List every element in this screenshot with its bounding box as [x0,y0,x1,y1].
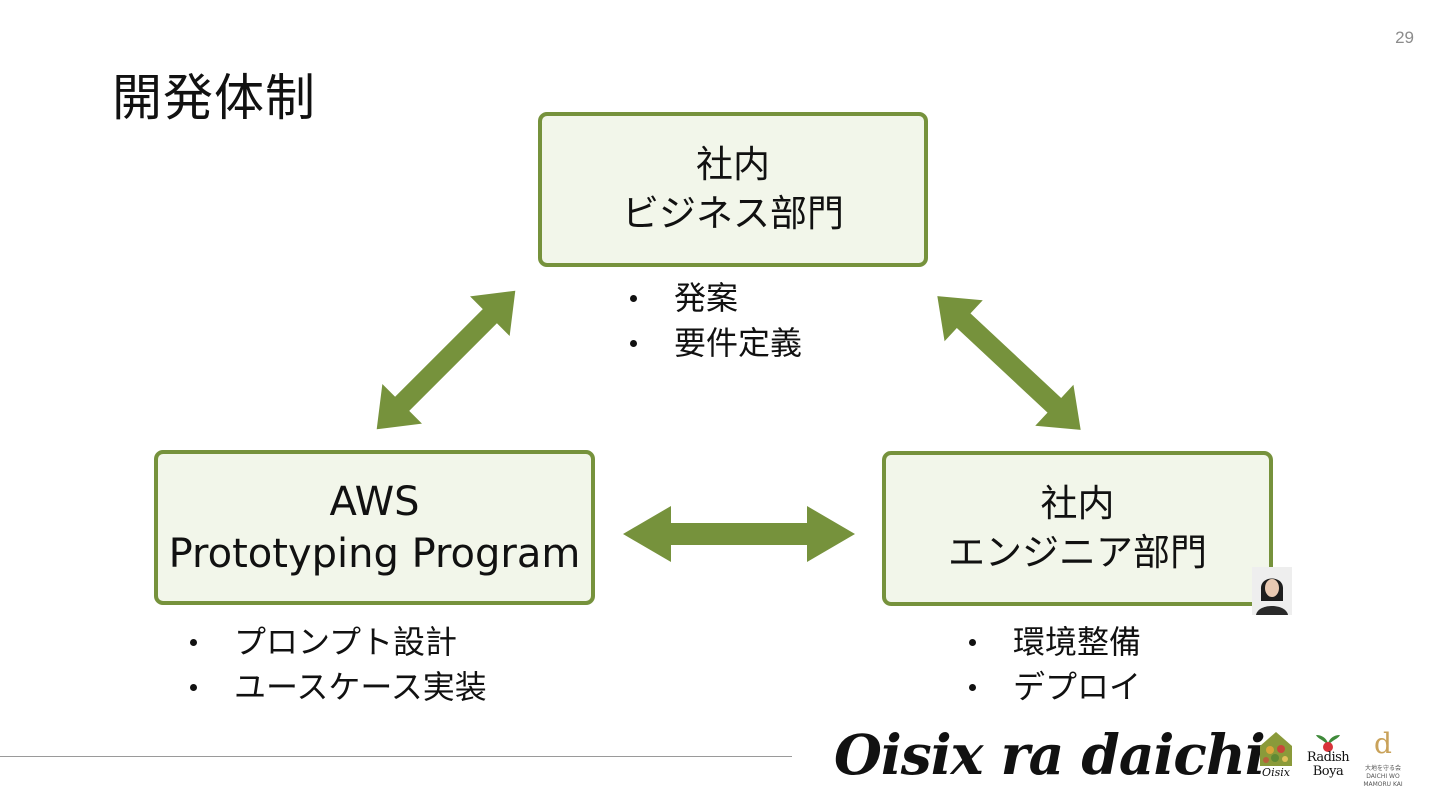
page-number: 29 [1395,28,1414,47]
bullet-item: 要件定義 [628,321,802,366]
footer-divider [0,756,792,757]
bullet-item: デプロイ [967,665,1141,710]
bullet-item: 環境整備 [967,620,1141,665]
business-box-line1: 社内 [696,143,770,187]
aws-box-line2: Prototyping Program [168,530,581,577]
daichi-logo-line1: 大地を守る会 [1364,765,1401,772]
bullet-item: プロンプト設計 [188,620,487,665]
radish-logo-line1: Radish [1306,750,1350,765]
daichi-logo-line2: DAICHI WO MAMORU KAI [1363,773,1403,788]
business-box-line2: ビジネス部門 [622,191,844,235]
daichi-logo-mark: d [1374,727,1392,760]
double-arrow-icon [937,296,1081,430]
engineering-box-line2: エンジニア部門 [948,530,1207,574]
business-bullet-list: 発案 要件定義 [628,276,802,366]
radish-icon [1316,735,1340,752]
business-department-box: 社内 ビジネス部門 [538,112,928,267]
double-arrow-icon [376,290,516,430]
engineering-department-box: 社内 エンジニア部門 [882,451,1273,606]
aws-program-box: AWS Prototyping Program [154,450,595,605]
aws-bullet-list: プロンプト設計 ユースケース実装 [188,620,487,710]
aws-box-line1: AWS [329,478,420,525]
oisix-logo: Oisix [1256,730,1296,780]
engineering-bullet-list: 環境整備 デプロイ [967,620,1141,710]
brand-logo: Oisix ra daichi [834,722,1266,787]
presenter-avatar [1252,567,1292,615]
daichi-logo: d 大地を守る会 DAICHI WO MAMORU KAI [1360,727,1406,788]
oisix-logo-text: Oisix [1262,766,1290,779]
bullet-item: ユースケース実装 [188,665,487,710]
double-arrow-icon [623,506,855,562]
radish-logo-line2: Boya [1312,764,1344,779]
radish-boya-logo: Radish Boya [1302,733,1354,781]
bullet-item: 発案 [628,276,802,321]
oisix-house-icon [1260,732,1292,766]
engineering-box-line1: 社内 [1040,482,1115,526]
slide-title: 開発体制 [112,69,316,127]
